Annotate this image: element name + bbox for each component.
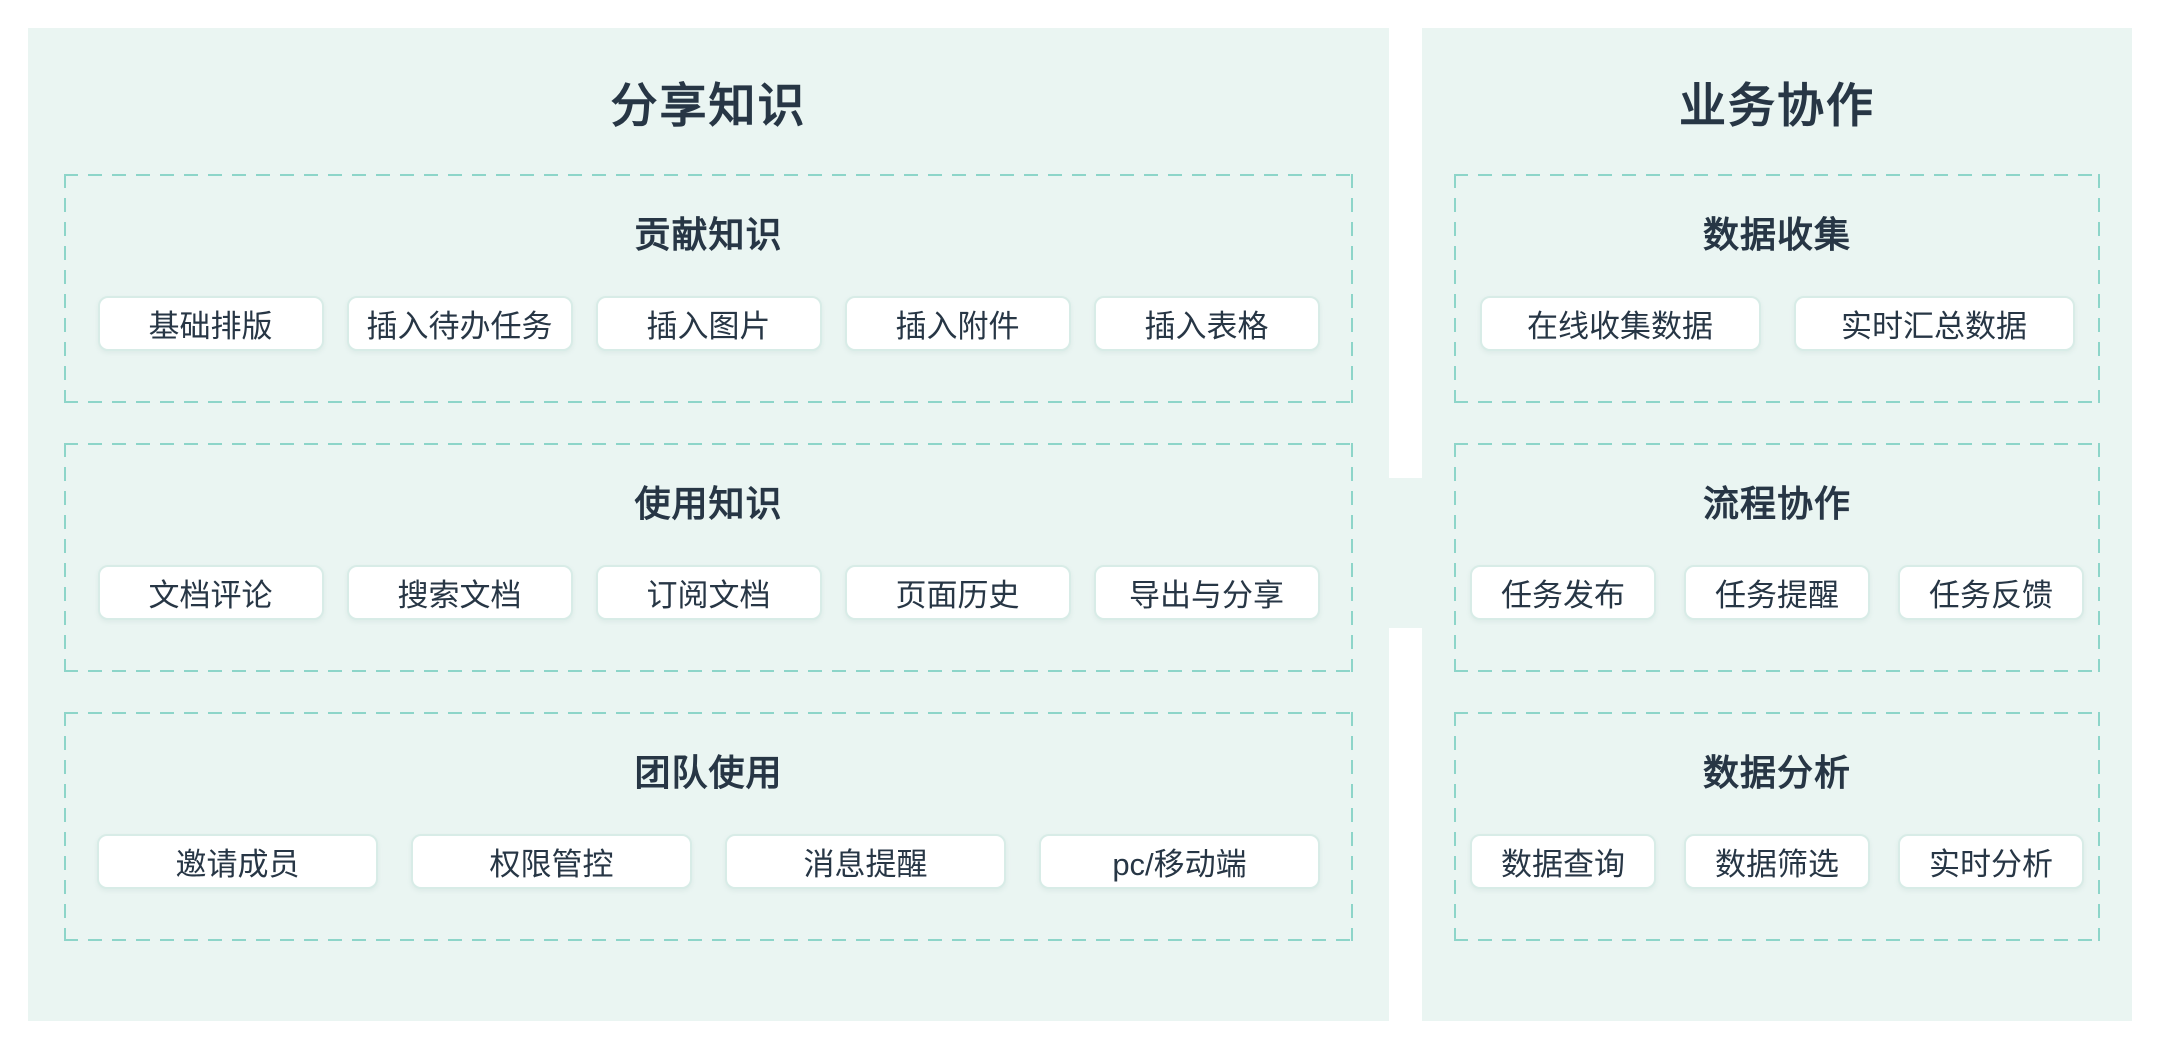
section-title: 流程协作	[1702, 483, 1851, 524]
feature-chip: 数据查询	[1470, 834, 1656, 889]
panel-title: 分享知识	[610, 79, 807, 132]
section-contribute-knowledge: 贡献知识 基础排版 插入待办任务 插入图片 插入附件 插入表格	[64, 174, 1353, 403]
feature-chip: 搜索文档	[346, 565, 573, 620]
panel-title: 业务协作	[1679, 79, 1875, 132]
chip-row: 在线收集数据 实时汇总数据	[1454, 296, 2100, 351]
feature-chip: 插入图片	[595, 296, 822, 351]
section-process-collaboration: 流程协作 任务发布 任务提醒 任务反馈	[1454, 443, 2100, 672]
panel-connector-bridge	[1388, 478, 1423, 628]
section-team-use: 团队使用 邀请成员 权限管控 消息提醒 pc/移动端	[64, 712, 1353, 941]
feature-chip: 任务反馈	[1898, 565, 2084, 620]
share-knowledge-panel: 分享知识 贡献知识 基础排版 插入待办任务 插入图片 插入附件 插入表格 使用知…	[28, 28, 1389, 1021]
feature-chip: 消息提醒	[725, 834, 1006, 889]
feature-chip: 基础排版	[97, 296, 324, 351]
section-title: 数据分析	[1702, 752, 1851, 793]
feature-chip: 文档评论	[97, 565, 324, 620]
section-title: 贡献知识	[634, 214, 783, 255]
feature-chip: 订阅文档	[595, 565, 822, 620]
section-use-knowledge: 使用知识 文档评论 搜索文档 订阅文档 页面历史 导出与分享	[64, 443, 1353, 672]
feature-chip: 任务发布	[1470, 565, 1656, 620]
feature-chip: 权限管控	[411, 834, 692, 889]
chip-row: 邀请成员 权限管控 消息提醒 pc/移动端	[64, 834, 1353, 889]
feature-chip: 页面历史	[844, 565, 1071, 620]
business-collaboration-panel: 业务协作 数据收集 在线收集数据 实时汇总数据 流程协作 任务发布 任务提醒 任…	[1422, 28, 2132, 1021]
feature-chip: 邀请成员	[97, 834, 378, 889]
feature-chip: 插入待办任务	[346, 296, 573, 351]
feature-chip: 插入表格	[1093, 296, 1320, 351]
section-data-analysis: 数据分析 数据查询 数据筛选 实时分析	[1454, 712, 2100, 941]
chip-row: 数据查询 数据筛选 实时分析	[1454, 834, 2100, 889]
feature-chip: pc/移动端	[1039, 834, 1320, 889]
section-title: 团队使用	[634, 752, 783, 793]
section-data-collection: 数据收集 在线收集数据 实时汇总数据	[1454, 174, 2100, 403]
feature-chip: 在线收集数据	[1479, 296, 1761, 351]
section-title: 使用知识	[634, 483, 783, 524]
feature-chip: 导出与分享	[1093, 565, 1320, 620]
feature-chip: 插入附件	[844, 296, 1071, 351]
feature-chip: 任务提醒	[1684, 565, 1870, 620]
chip-row: 文档评论 搜索文档 订阅文档 页面历史 导出与分享	[64, 565, 1353, 620]
section-title: 数据收集	[1702, 214, 1851, 255]
chip-row: 任务发布 任务提醒 任务反馈	[1454, 565, 2100, 620]
feature-chip: 数据筛选	[1684, 834, 1870, 889]
feature-chip: 实时分析	[1898, 834, 2084, 889]
chip-row: 基础排版 插入待办任务 插入图片 插入附件 插入表格	[64, 296, 1353, 351]
feature-chip: 实时汇总数据	[1793, 296, 2075, 351]
